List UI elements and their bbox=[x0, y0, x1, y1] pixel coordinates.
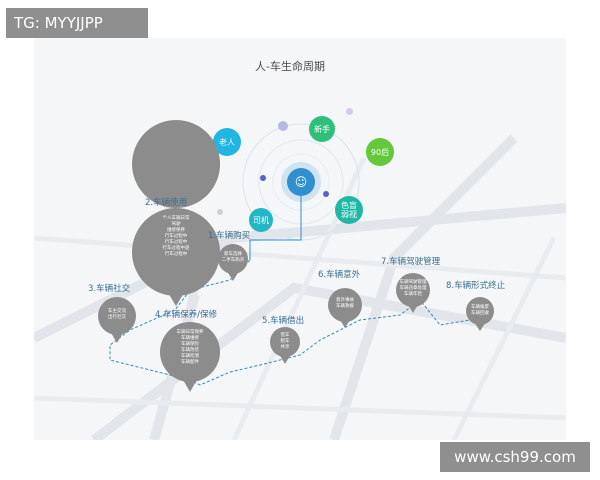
pin-text-stage-6: 意外事故车辆救援 bbox=[336, 298, 354, 309]
stage-label-5: 5.车辆借出 bbox=[262, 316, 305, 326]
watermark-bottom-right: www.csh99.com bbox=[440, 442, 590, 472]
orbit-dot bbox=[346, 108, 353, 115]
persona-bubble-90s: 90后 bbox=[366, 138, 394, 166]
orbit-dot bbox=[217, 209, 223, 215]
diagram-canvas bbox=[34, 38, 566, 440]
pin-text-stage-5: 借车租车 共享 bbox=[280, 333, 290, 350]
persona-bubble-novice: 新手 bbox=[309, 116, 335, 142]
pin-text-stage-7: 车辆驾驶管理车辆违章处理 车辆年检 bbox=[399, 280, 427, 297]
stage-label-1: 1.车辆购买 bbox=[208, 231, 251, 241]
pin-text-stage-8: 车辆报废车辆回收 bbox=[471, 305, 489, 316]
orbit-dot bbox=[260, 175, 266, 181]
map-background bbox=[34, 134, 566, 440]
pin-stage-2 bbox=[132, 120, 221, 306]
pin-text-stage-2: 个人车辆日常驾驶 维修保养行车过程中 行车过程中行车过程中途 行车过程中 bbox=[162, 216, 190, 257]
stage-label-6: 6.车辆意外 bbox=[318, 270, 361, 280]
diagram-title: 人-车生命周期 bbox=[255, 60, 325, 73]
stage-label-3: 3.车辆社交 bbox=[88, 284, 131, 294]
journey-path bbox=[109, 259, 480, 386]
orbit-dot bbox=[278, 121, 288, 131]
pin-text-stage-1: 新车选择二手车购买 bbox=[221, 252, 245, 263]
stage-label-2: 2.车辆使用 bbox=[145, 198, 188, 208]
pin-text-stage-3: 车主交流出行社交 bbox=[108, 309, 126, 320]
stage-label-4: 4.车辆保养/保修 bbox=[155, 310, 217, 320]
persona-bubble-colorblind: 色盲 弱视 bbox=[335, 196, 363, 224]
pin-text-stage-4: 车辆日常保养车辆维修 车辆保险车辆改装 车辆检测车辆配件 bbox=[176, 330, 204, 365]
stage-label-8: 8.车辆形式终止 bbox=[446, 281, 506, 291]
orbit-dot bbox=[323, 191, 329, 197]
watermark-top-left: TG: MYYJJPP bbox=[6, 8, 148, 38]
persona-bubble-driver: 司机 bbox=[249, 208, 273, 232]
car-center-icon: ☺ bbox=[287, 168, 315, 196]
stage-label-7: 7.车辆驾驶管理 bbox=[381, 257, 441, 267]
